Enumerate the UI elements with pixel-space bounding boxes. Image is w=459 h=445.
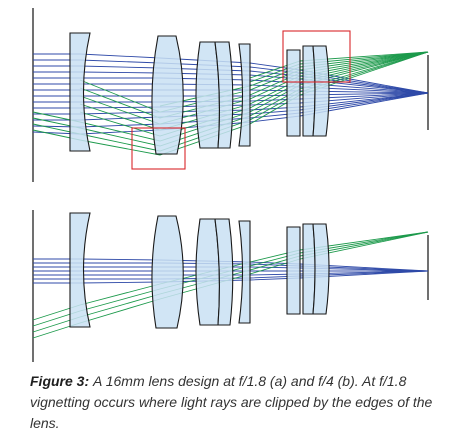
panel-a-lens-1 — [69, 32, 91, 152]
panel-a-lens-3 — [195, 41, 221, 149]
panel-a-lens-7 — [302, 45, 316, 137]
panel-b-lens-3 — [195, 218, 221, 326]
panel-b-lens-4 — [214, 218, 234, 326]
panel-a-lens-8 — [312, 45, 330, 137]
caption-text: A 16mm lens design at f/1.8 (a) and f/4 … — [30, 373, 433, 431]
panel-a-lens-2 — [151, 35, 184, 155]
panel-a-lens-5 — [238, 43, 251, 147]
panel-b-lens-6 — [286, 226, 301, 315]
panel-b-lens-8 — [312, 223, 330, 315]
panel-a-vignetting-box-left — [131, 127, 186, 170]
panel-b-lens-2 — [151, 215, 184, 329]
panel-b-lens-1 — [69, 212, 91, 328]
panel-b-f4 — [32, 210, 429, 362]
panel-b-lens-7 — [302, 223, 316, 315]
panel-a-f1-8 — [32, 8, 429, 182]
panel-a-lenses — [69, 32, 330, 155]
panel-b-lenses — [69, 212, 330, 329]
panel-b-lens-5 — [238, 220, 251, 324]
caption-label: Figure 3: — [30, 373, 90, 389]
panel-a-lens-4 — [214, 41, 234, 149]
panel-a-lens-6 — [286, 49, 301, 137]
figure-caption: Figure 3: A 16mm lens design at f/1.8 (a… — [30, 371, 435, 434]
lens-diagram — [32, 8, 429, 362]
panel-a-vignetting-box-right — [282, 30, 351, 83]
